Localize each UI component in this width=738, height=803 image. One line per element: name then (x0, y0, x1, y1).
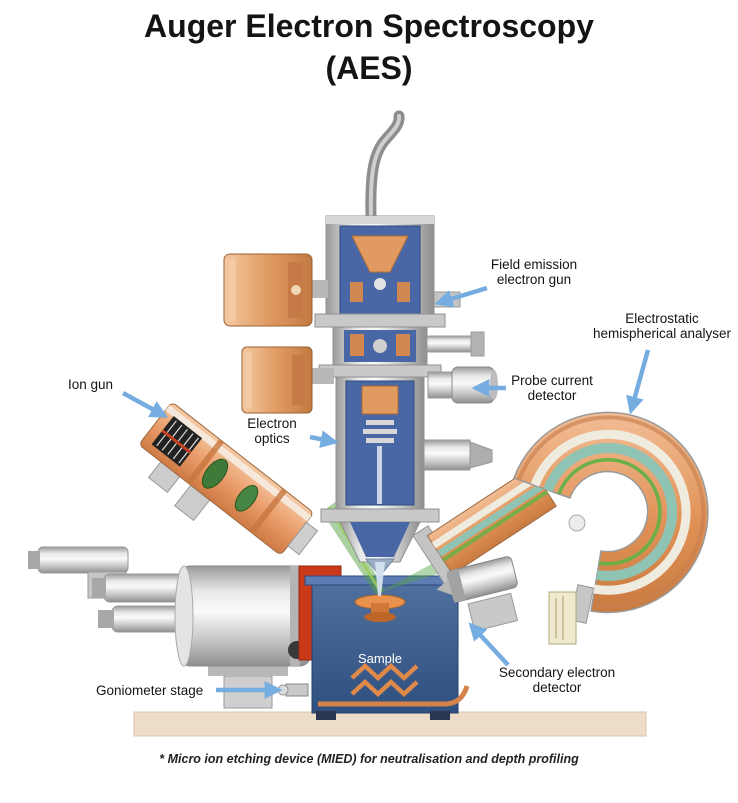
label-probe-current-detector: Probe current detector (511, 373, 593, 404)
sample-chamber (277, 565, 470, 720)
page-title-line2: (AES) (325, 50, 413, 86)
electron-column (314, 110, 498, 596)
secondary-electron-detector (436, 556, 519, 632)
ion-gun-lens (201, 458, 229, 489)
arrow-electron-optics (309, 430, 339, 449)
label-electron-optics: Electron optics (247, 416, 297, 447)
annotation-arrows (121, 285, 651, 699)
arrow-secondary-detector (468, 622, 510, 667)
electron-optics-lenses (363, 420, 397, 443)
label-secondary-electron-detector: Secondary electron detector (498, 665, 616, 696)
label-sample: Sample (357, 651, 403, 666)
analyser-entrance-duct (412, 467, 557, 589)
chamber-coil (350, 662, 419, 682)
primary-electron-beam (375, 562, 385, 596)
page-title-line1: Auger Electron Spectroscopy (144, 8, 594, 44)
arrow-analyser (626, 349, 651, 415)
base-plate (133, 711, 647, 737)
side-detector (423, 439, 493, 471)
arrow-ion-gun (121, 391, 169, 418)
label-ion-gun: Ion gun (68, 377, 114, 392)
ion-gun (140, 403, 319, 556)
arrow-field-emission (434, 285, 488, 308)
footnote: * Micro ion etching device (MIED) for ne… (159, 752, 579, 766)
field-emitter-cone (351, 235, 409, 273)
goniometer-stage-knob (285, 683, 309, 697)
label-goniometer-stage: Goniometer stage (96, 683, 204, 698)
analyser-electron-path (557, 458, 662, 566)
label-field-emission-gun: Field emission electron gun (490, 257, 578, 288)
chamber-pipe (318, 685, 470, 707)
probe-current-detector (427, 366, 498, 404)
channeltron-detector (548, 591, 577, 645)
hemispherical-analyser (412, 411, 709, 645)
label-electrostatic-analyser: Electrostatic hemispherical analyser (592, 311, 732, 342)
copper-coils (223, 253, 334, 414)
goniometer-drive-assembly (28, 546, 316, 709)
